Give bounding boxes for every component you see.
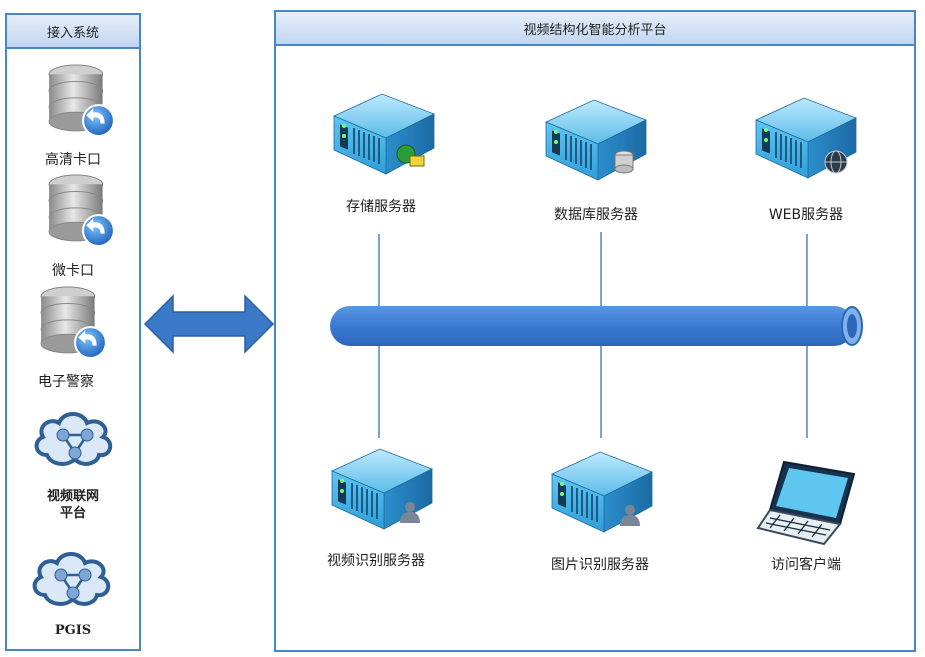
panel-title: 接入系统	[7, 15, 139, 49]
source-label-video-network-line2: 平台	[59, 506, 86, 521]
image-recognition-server-icon	[551, 451, 653, 533]
storage-server-icon	[333, 93, 435, 175]
access-system-panel: 接入系统 高清卡口 微卡口 电子警察 视频联网 平台 PGIS	[5, 13, 141, 651]
video-recognition-server-icon	[331, 448, 433, 530]
laptop-icon	[756, 460, 856, 546]
server-label-storage: 存储服务器	[346, 199, 416, 215]
network-bus	[330, 306, 863, 346]
server-label-video-recognition: 视频识别服务器	[327, 553, 425, 569]
double-arrow-connector	[143, 294, 275, 354]
panel-title: 视频结构化智能分析平台	[276, 12, 914, 46]
database-server-icon	[545, 99, 647, 181]
database-icon	[48, 173, 115, 248]
network-cloud-icon	[34, 412, 113, 466]
source-label-hd-checkpoint: 高清卡口	[45, 152, 101, 168]
source-label-pgis: PGIS	[54, 623, 92, 638]
server-label-image-recognition: 图片识别服务器	[551, 557, 649, 573]
source-label-e-police: 电子警察	[38, 374, 94, 390]
web-server-icon	[755, 97, 857, 179]
server-label-database: 数据库服务器	[554, 207, 638, 223]
server-label-web: WEB服务器	[768, 207, 844, 223]
source-label-micro-checkpoint: 微卡口	[52, 263, 94, 279]
client-label-access: 访问客户端	[771, 557, 841, 573]
database-icon	[48, 63, 115, 138]
database-icon	[40, 285, 107, 360]
source-label-video-network-line1: 视频联网	[46, 489, 99, 504]
analysis-platform-panel: 视频结构化智能分析平台 存储服务器 数据库服务器 WEB服务器 视频识别服务	[274, 10, 916, 652]
network-cloud-icon	[32, 552, 111, 606]
